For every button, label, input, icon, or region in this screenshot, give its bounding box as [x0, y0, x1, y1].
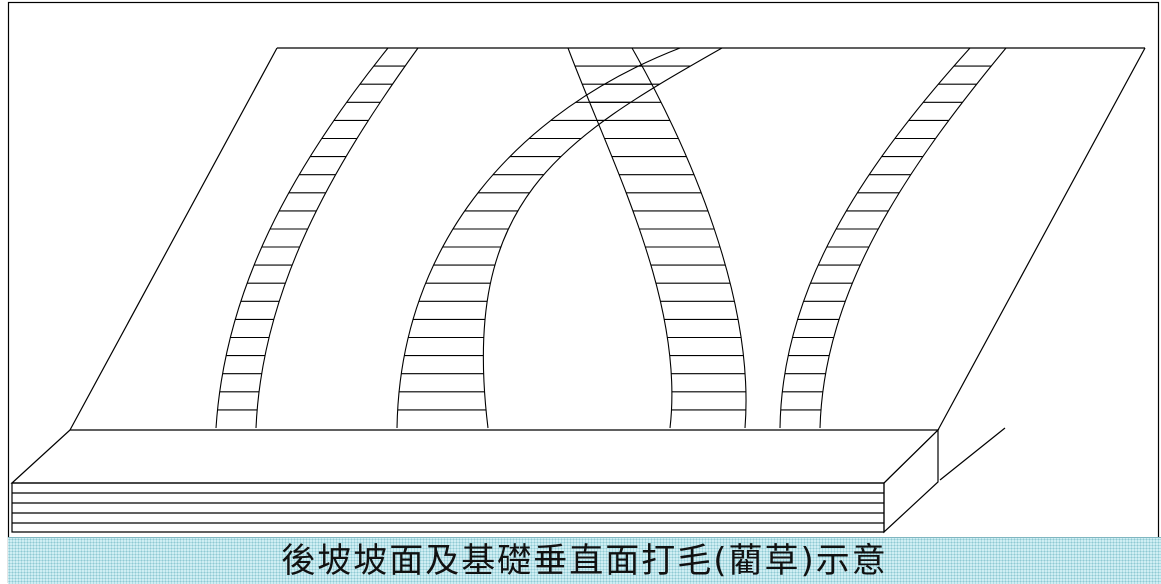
foundation-front-face: [11, 482, 885, 533]
strip-right-edge: [482, 47, 723, 429]
outer-border: [7, 1, 1160, 583]
grass-strip-1: [215, 47, 419, 429]
grass-strip-4: [779, 47, 1007, 429]
strip-left-edge: [779, 47, 971, 429]
strip-left-edge: [215, 47, 389, 429]
slope-left-edge: [69, 47, 278, 431]
strip-right-edge: [255, 47, 419, 429]
ground-line-right: [939, 427, 1006, 481]
grass-strip-3: [567, 47, 747, 429]
slope-right-edge: [937, 47, 1146, 431]
strip-right-edge: [819, 47, 1007, 429]
foundation-block: [10, 428, 940, 534]
strip-left-edge: [567, 47, 673, 429]
slope-surface: [69, 47, 1146, 481]
diagram-caption: 後坡坡面及基礎垂直面打毛(藺草)示意: [281, 541, 888, 581]
grass-strips: [215, 47, 1007, 429]
caption-bar: 後坡坡面及基礎垂直面打毛(藺草)示意: [8, 537, 1161, 584]
foundation-side-face: [883, 428, 939, 534]
grass-strip-2: [396, 47, 723, 429]
foundation-top-face: [10, 429, 940, 484]
strip-left-edge: [396, 47, 681, 429]
strip-right-edge: [631, 47, 747, 429]
